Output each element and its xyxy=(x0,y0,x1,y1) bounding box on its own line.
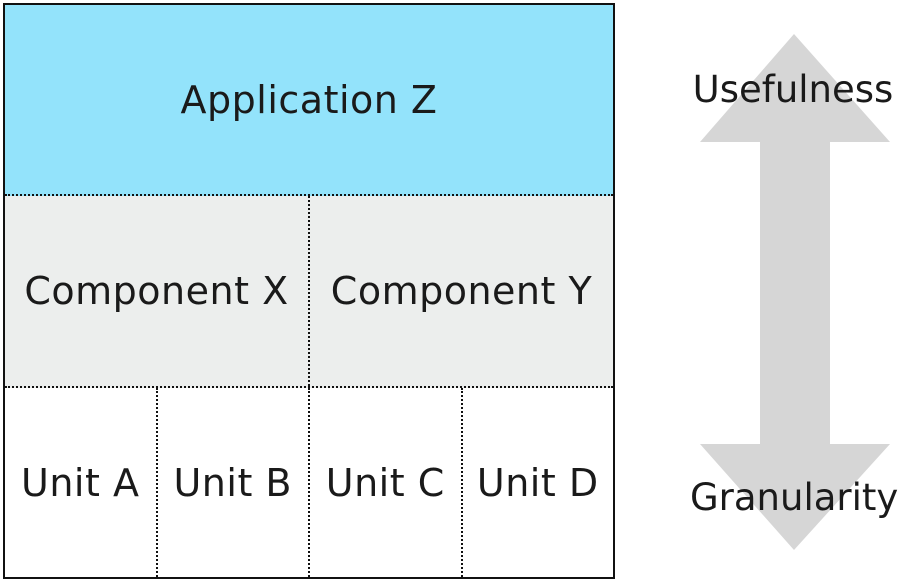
component-cell: Component X xyxy=(5,196,308,386)
unit-label: Unit D xyxy=(476,460,599,505)
usefulness-label: Usefulness xyxy=(692,68,894,111)
double-arrow-icon xyxy=(700,34,890,550)
unit-cell: Unit D xyxy=(460,388,614,577)
unit-cell: Unit A xyxy=(5,388,156,577)
component-label: Component Y xyxy=(330,269,593,313)
unit-label: Unit C xyxy=(325,460,445,505)
unit-cell: Unit C xyxy=(308,388,461,577)
unit-label: Unit B xyxy=(173,460,292,505)
axis-arrow: Usefulness Granularity xyxy=(690,30,900,554)
application-cell: Application Z xyxy=(5,5,613,194)
application-layer: Application Z xyxy=(5,5,613,196)
unit-label: Unit A xyxy=(21,460,140,505)
unit-layer: Unit A Unit B Unit C Unit D xyxy=(5,388,613,577)
granularity-label: Granularity xyxy=(690,476,899,519)
component-cell: Component Y xyxy=(308,196,613,386)
component-layer: Component X Component Y xyxy=(5,196,613,388)
application-label: Application Z xyxy=(180,77,438,122)
layer-stack: Application Z Component X Component Y Un… xyxy=(3,3,615,579)
component-label: Component X xyxy=(24,269,289,313)
unit-cell: Unit B xyxy=(155,388,309,577)
